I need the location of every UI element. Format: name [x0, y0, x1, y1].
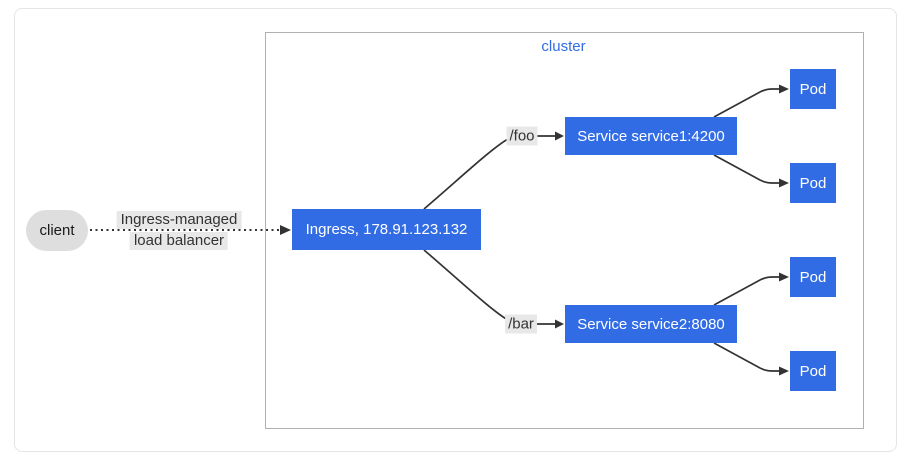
- edge-label-foo: /foo: [506, 126, 538, 146]
- edge-ingress-service1: [423, 135, 556, 210]
- arrowhead-client-ingress: [280, 225, 291, 235]
- node-ingress: Ingress, 178.91.123.132: [292, 209, 481, 250]
- edge-label-load-balancer-line1: Ingress-managed: [116, 211, 242, 229]
- node-client: client: [26, 210, 88, 251]
- node-service2: Service service2:8080: [565, 305, 737, 343]
- edge-service2-pod3: [713, 276, 780, 306]
- arrowhead-pod4: [779, 366, 789, 376]
- node-pod-2: Pod: [790, 163, 836, 203]
- node-service1: Service service1:4200: [565, 117, 737, 155]
- arrowhead-foo-service1: [555, 131, 564, 141]
- cluster-label: cluster: [541, 38, 586, 55]
- edge-service1-pod2: [713, 154, 780, 184]
- arrowhead-pod3: [779, 272, 789, 282]
- edge-service2-pod4: [713, 342, 780, 372]
- node-pod-1: Pod: [790, 69, 836, 109]
- cluster-boundary: [265, 32, 864, 429]
- node-pod-3: Pod: [790, 257, 836, 297]
- arrowhead-bar-service2: [555, 319, 564, 329]
- edge-ingress-service2: [423, 249, 556, 325]
- edge-label-load-balancer-line2: load balancer: [129, 232, 229, 250]
- edge-label-bar: /bar: [505, 314, 537, 334]
- arrowhead-pod2: [779, 178, 789, 188]
- node-pod-4: Pod: [790, 351, 836, 391]
- arrowhead-pod1: [779, 84, 789, 94]
- edge-service1-pod1: [713, 88, 780, 118]
- edge-label-load-balancer: Ingress-managed load balancer: [116, 211, 242, 250]
